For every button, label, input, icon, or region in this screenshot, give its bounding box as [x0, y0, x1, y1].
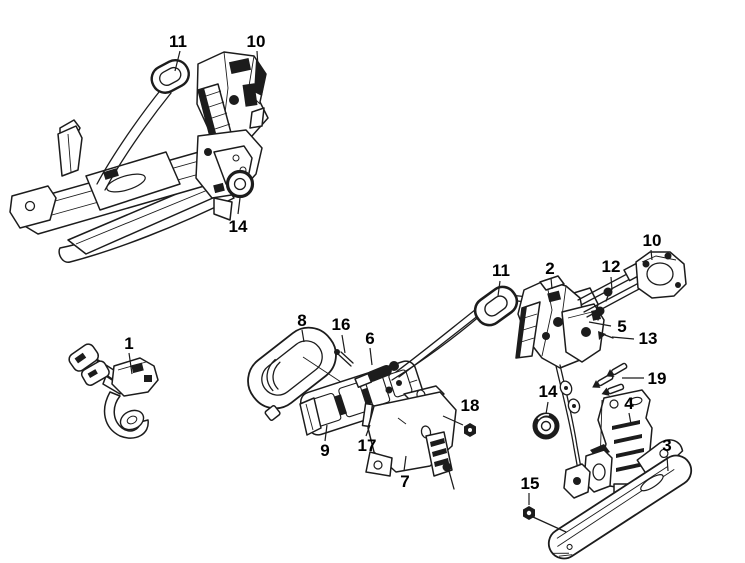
callout-part-13: 13	[639, 329, 658, 348]
handle-base-plate	[623, 251, 687, 299]
callout-part-1: 1	[124, 334, 133, 353]
callout-part-6: 6	[365, 329, 374, 348]
callout-leader-part-1	[128, 352, 133, 375]
callout-leader-upper-10	[256, 50, 259, 68]
screw-16	[334, 349, 354, 367]
callout-leader-right-11	[497, 280, 501, 297]
upper-cable-grommet	[150, 58, 190, 94]
part-8-handle-bezel	[247, 326, 345, 421]
callout-part-4: 4	[624, 394, 634, 413]
upper-door-module-assembly	[9, 51, 269, 263]
callout-leader-part-6	[369, 347, 373, 366]
callout-part-5: 5	[617, 317, 626, 336]
part-4-bracket-and-linkage	[532, 362, 653, 499]
callout-upper-14: 14	[229, 217, 248, 236]
callout-leader-part-18	[442, 415, 464, 426]
part-11-cable-grommet	[473, 285, 519, 327]
callout-upper-10: 10	[247, 32, 266, 51]
upper-bushing	[225, 169, 255, 199]
callout-leader-part-13	[611, 336, 635, 340]
callout-leader-part-8	[301, 329, 305, 343]
callout-leader-upper-11	[174, 50, 181, 72]
part-5-lock-actuator	[561, 303, 614, 363]
screws-19	[592, 362, 628, 396]
callout-leader-upper-14	[237, 197, 241, 215]
part-3-outer-door-handle	[523, 439, 693, 560]
callout-leader-part-2	[550, 277, 553, 290]
screw-13	[598, 331, 614, 340]
callout-part-9: 9	[320, 441, 329, 460]
callout-right-10: 10	[643, 231, 662, 250]
callout-leader-part-7	[403, 455, 407, 472]
callout-leader-part-4	[628, 412, 632, 425]
callout-right-11: 11	[492, 261, 510, 280]
nut-15	[523, 506, 567, 533]
screw-pin-12a	[603, 287, 613, 302]
screw-pin-12b	[595, 306, 605, 321]
grommet-14	[532, 412, 560, 440]
callout-part-18: 18	[461, 396, 480, 415]
lock-cylinder-body	[111, 357, 159, 397]
bolt-under-7	[442, 462, 455, 490]
callout-part-16: 16	[332, 315, 351, 334]
callout-part-8: 8	[297, 311, 306, 330]
callout-leader-part-3	[666, 455, 669, 472]
latch-slat-strip-right	[515, 301, 541, 359]
part-1-lock-cylinder-and-keys	[68, 343, 159, 439]
callout-part-19: 19	[648, 369, 667, 388]
callout-leader-part-12	[610, 276, 613, 291]
part-10-handle-base-and-rods	[577, 251, 687, 321]
callout-right-14: 14	[539, 382, 558, 401]
callout-part-15: 15	[521, 474, 540, 493]
callout-leader-right-14	[545, 401, 549, 415]
callout-part-17: 17	[358, 436, 377, 455]
callout-part-12: 12	[602, 257, 621, 276]
part-7-mount-bracket	[365, 385, 476, 490]
rod-end-block	[563, 444, 613, 499]
nut-18	[464, 423, 476, 437]
callout-part-2: 2	[545, 259, 554, 278]
callout-leader-part-5	[588, 321, 612, 327]
callout-part-7: 7	[400, 472, 409, 491]
callout-part-3: 3	[662, 436, 671, 455]
cable-end-6	[354, 361, 402, 394]
callout-leader-right-10	[650, 249, 653, 261]
callout-leader-part-16	[341, 334, 346, 354]
callout-leader-part-9	[324, 424, 328, 442]
callout-upper-11: 11	[169, 32, 187, 51]
callout-leader-part-17	[365, 424, 371, 437]
